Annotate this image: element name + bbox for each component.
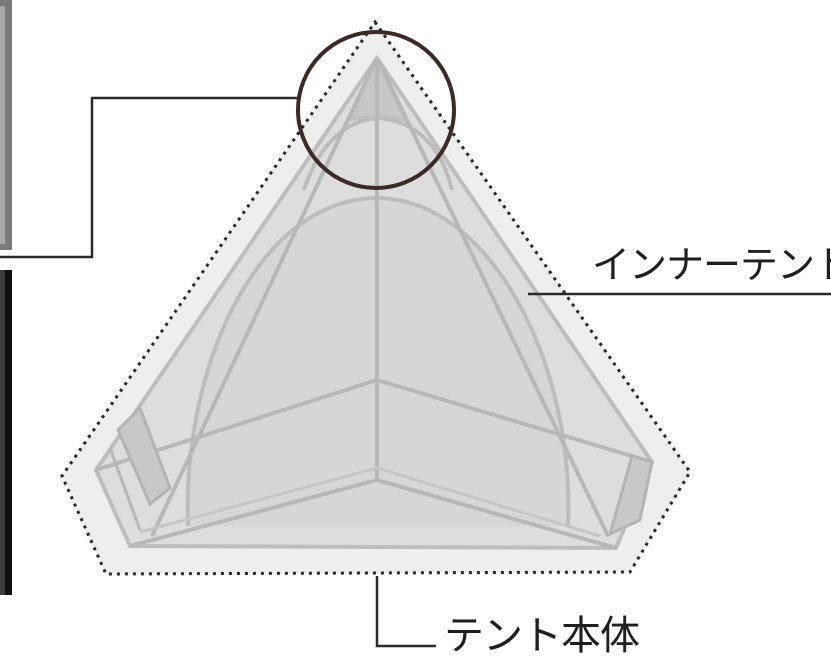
ridge-right	[376, 378, 653, 464]
side-panel-left-line	[108, 447, 142, 531]
inner-tent-label: インナーテント	[592, 243, 831, 287]
leader-line-tent-body	[375, 576, 436, 648]
floor-line	[129, 477, 617, 550]
side-panel-right	[607, 454, 654, 537]
tent-body-label: テント本体	[444, 613, 640, 659]
photo-strip-icon	[0, 0, 12, 595]
corner-pole-right	[375, 57, 610, 537]
corner-pole-left	[150, 57, 379, 537]
side-panel-left	[116, 405, 172, 507]
floor-line-inner	[139, 466, 601, 538]
circle-highlight-icon	[296, 30, 456, 190]
leader-line-circle	[0, 96, 298, 259]
